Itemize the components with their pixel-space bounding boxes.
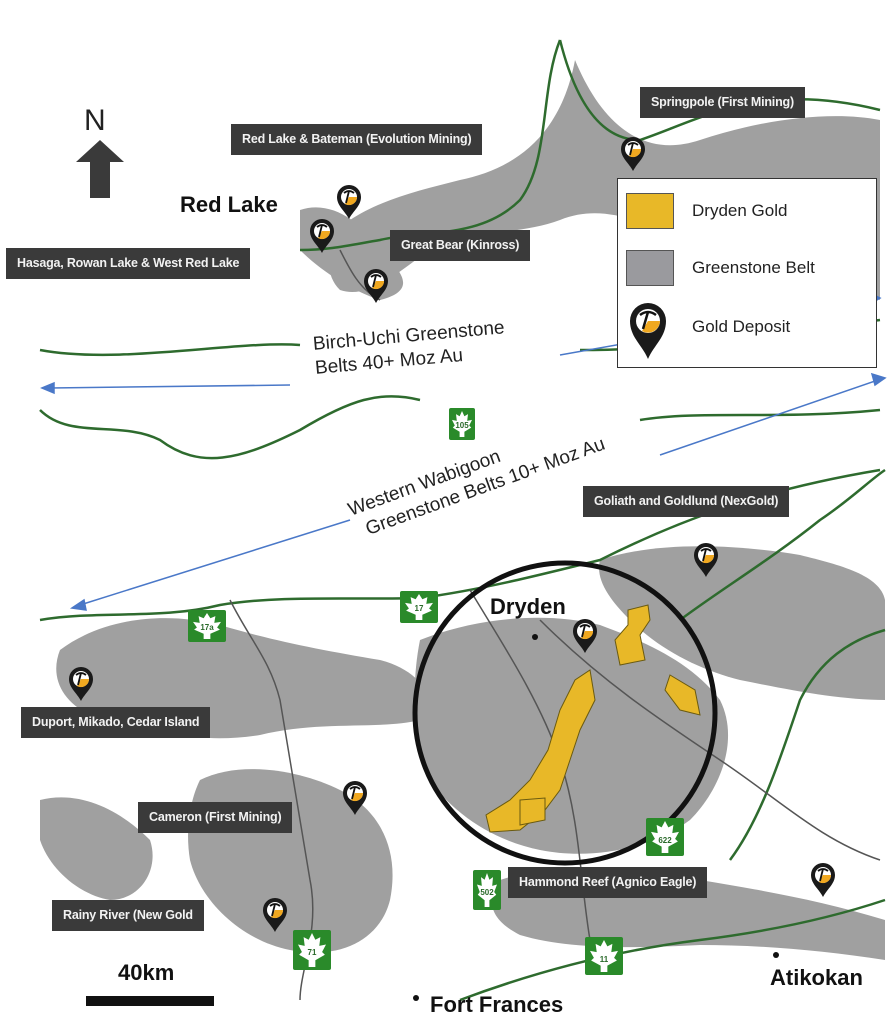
gold-deposit-pin-icon[interactable] [68, 666, 94, 702]
dryden-gold-properties [485, 604, 701, 833]
greenstone-belt-swatch [626, 250, 674, 286]
town-fort-frances: Fort Frances [430, 992, 564, 1017]
deposit-label-hasaga[interactable]: Hasaga, Rowan Lake & West Red Lake [6, 248, 251, 279]
deposit-label-red-lake-bateman[interactable]: Red Lake & Bateman (Evolution Mining) [231, 124, 483, 155]
dryden-dot [532, 634, 538, 640]
scale-bar [86, 996, 214, 1006]
gold-deposit-pin-icon[interactable] [262, 897, 288, 933]
gold-deposit-pin-icon[interactable] [810, 862, 836, 898]
gold-deposit-pin-icon[interactable] [336, 184, 362, 220]
deposit-label-goliath[interactable]: Goliath and Goldlund (NexGold) [583, 486, 790, 517]
gold-deposit-pin-icon[interactable] [693, 542, 719, 578]
gold-deposit-pin-icon[interactable] [620, 136, 646, 172]
gold-deposit-pin-icon [630, 303, 666, 359]
deposit-label-duport[interactable]: Duport, Mikado, Cedar Island [21, 707, 211, 738]
wabigoon-arrow-west [79, 519, 351, 606]
birch-uchi-arrow-west [49, 384, 291, 389]
legend-label: Dryden Gold [692, 201, 788, 220]
legend-item-gold-deposit: Gold Deposit [618, 301, 876, 359]
gold-deposit-pin-icon[interactable] [309, 218, 335, 254]
legend-label: Gold Deposit [692, 317, 791, 336]
dryden-focus-circle [412, 560, 718, 866]
highway-shield-17a: 17a [188, 610, 226, 642]
highway-shield-17: 17 [400, 591, 438, 623]
deposit-label-cameron[interactable]: Cameron (First Mining) [138, 802, 293, 833]
deposit-label-springpole[interactable]: Springpole (First Mining) [640, 87, 805, 118]
highway-shield-11: 11 [585, 937, 623, 975]
deposit-label-great-bear[interactable]: Great Bear (Kinross) [390, 230, 531, 261]
legend-label: Greenstone Belt [692, 258, 815, 277]
highway-shield-105: 105 [449, 408, 475, 440]
town-red-lake: Red Lake [180, 192, 278, 217]
town-atikokan: Atikokan [770, 965, 863, 990]
dryden-gold-swatch [626, 193, 674, 229]
gold-deposit-pin-icon[interactable] [572, 618, 598, 654]
highway-shield-502: 502 [473, 870, 501, 910]
wabigoon-arrow-east [659, 379, 879, 456]
highway-shield-622: 622 [646, 818, 684, 856]
scale-label: 40km [118, 960, 175, 985]
deposit-label-rainy-river[interactable]: Rainy River (New Gold [52, 900, 204, 931]
atikokan-dot [773, 952, 779, 958]
gold-deposit-pin-icon[interactable] [342, 780, 368, 816]
gold-deposit-pin-icon[interactable] [363, 268, 389, 304]
north-label: N [84, 104, 106, 137]
town-dryden: Dryden [490, 594, 566, 619]
deposit-label-hammond-reef[interactable]: Hammond Reef (Agnico Eagle) [508, 867, 708, 898]
north-arrow-icon [76, 140, 124, 198]
legend-item-greenstone-belt: Greenstone Belt [618, 250, 876, 300]
highway-shield-71: 71 [293, 930, 331, 970]
legend-item-dryden-gold: Dryden Gold [618, 193, 876, 243]
fort-frances-dot [413, 995, 419, 1001]
map-legend: Dryden Gold Greenstone Belt Gold Deposit [617, 178, 877, 368]
